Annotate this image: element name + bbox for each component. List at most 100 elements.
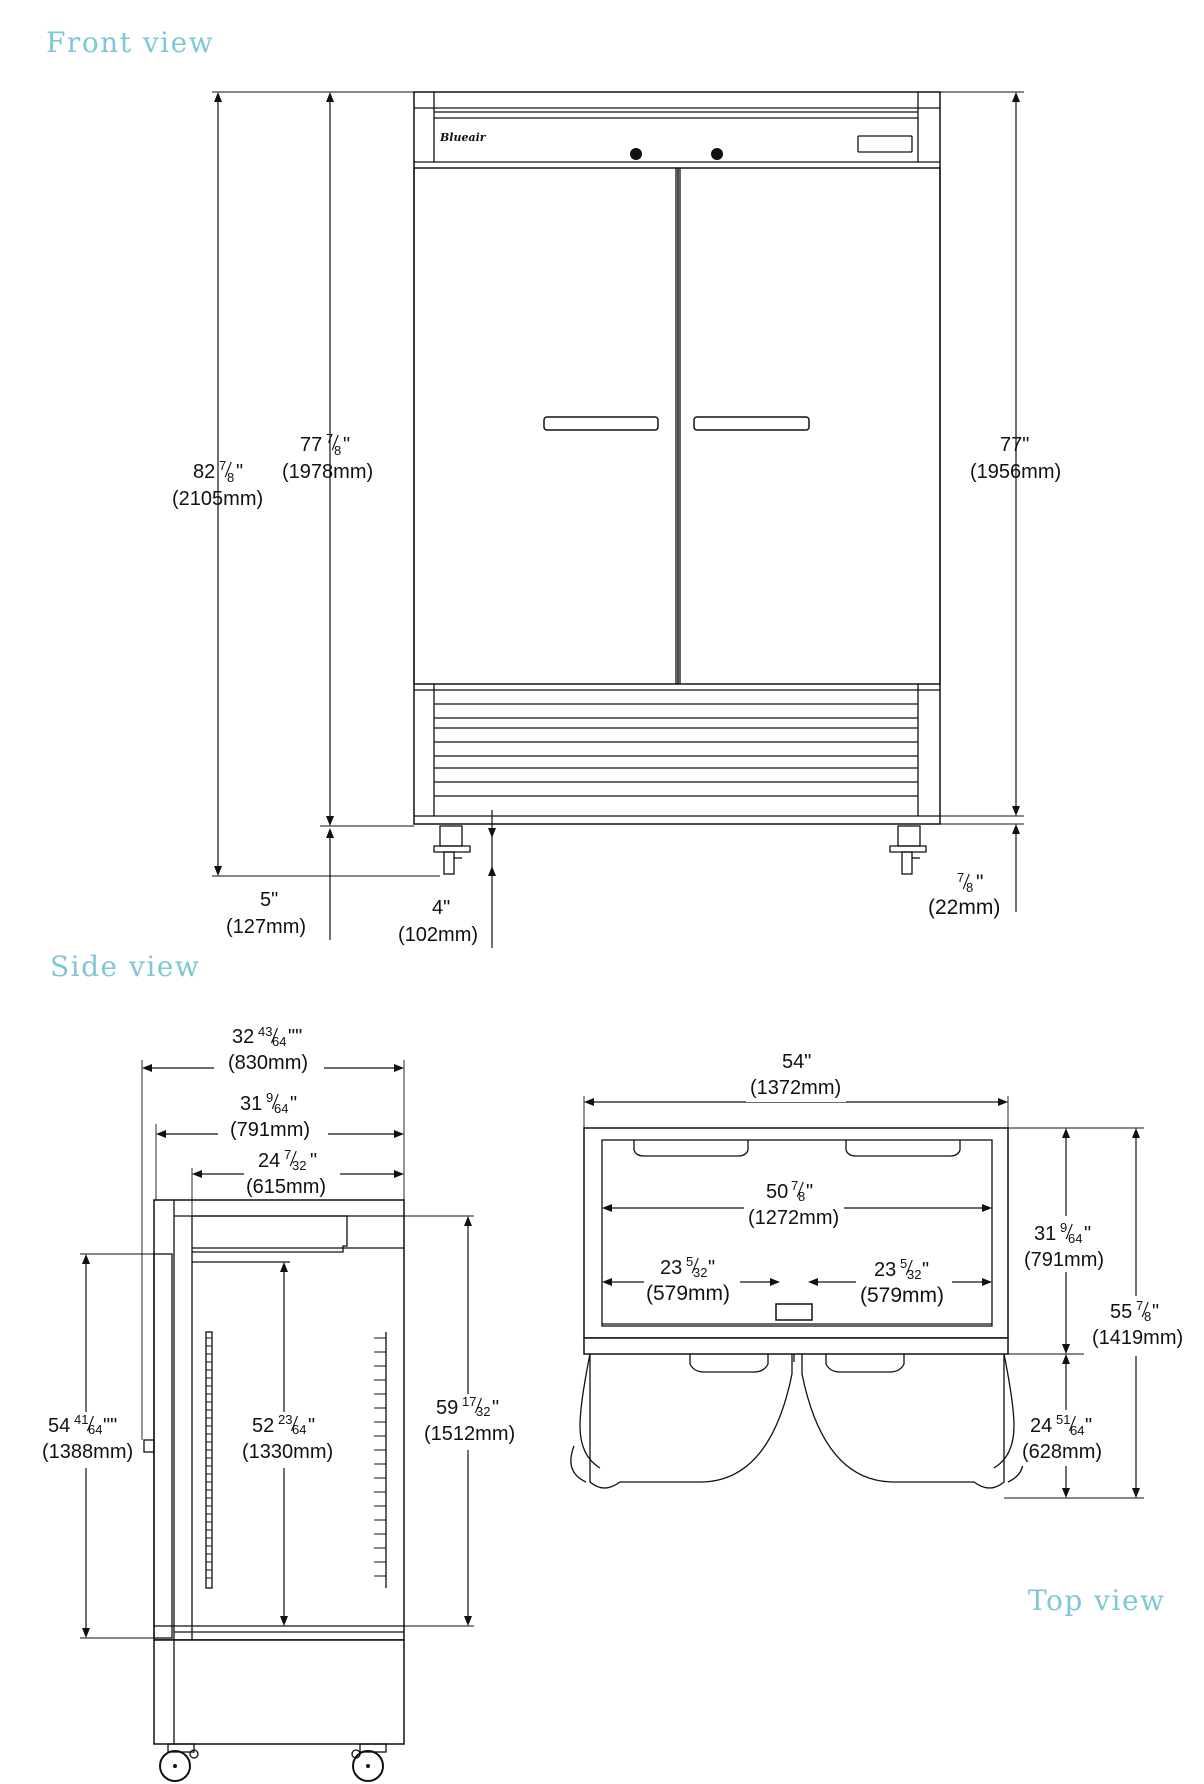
- svg-text:": ": [708, 1257, 715, 1279]
- opening-height-num: 17: [462, 1394, 476, 1409]
- fraction-slash: [1065, 1223, 1073, 1240]
- label-caster-height: 5" (127mm): [226, 889, 306, 938]
- cabinet-height-num: 7: [326, 431, 333, 446]
- left-door-handle-top: [689, 1354, 769, 1373]
- shelf-rail: [205, 1331, 213, 1589]
- interior-width-den: 8: [798, 1189, 805, 1204]
- label-interior-width: 50 7 8 " (1272mm): [744, 1178, 844, 1232]
- interior-depth-whole: 24: [258, 1150, 280, 1172]
- depth-no-handle-whole: 31: [240, 1093, 262, 1115]
- label-door-swing: 24 51 64 " (628mm): [1018, 1410, 1116, 1466]
- top-view-title: Top view: [1028, 1584, 1166, 1617]
- side-view: 32 43 64 "" (830mm) 31 9 64 " (791mm) 24…: [40, 1024, 520, 1782]
- left-door-swing: [589, 1354, 793, 1489]
- rear-bracket-left: [633, 1140, 749, 1157]
- interior-width-whole: 50: [766, 1181, 788, 1203]
- svg-text:": ": [343, 434, 350, 456]
- cabinet-height-den: 8: [334, 443, 341, 458]
- label-half-left: 23 5 32 " (579mm): [644, 1254, 740, 1306]
- overall-height-mm: (2105mm): [172, 488, 263, 510]
- overall-depth-whole: 32: [232, 1026, 254, 1048]
- label-depth-no-handle: 31 9 64 " (791mm): [218, 1090, 328, 1146]
- half-right-mm: (579mm): [860, 1284, 944, 1307]
- rear-bracket-right: [845, 1140, 961, 1157]
- label-overall-height: 82 7 8 " (2105mm): [172, 458, 263, 510]
- fraction-slash: [331, 434, 339, 451]
- interior-height-whole: 52: [252, 1415, 274, 1437]
- svg-text:82: 82: [193, 461, 215, 483]
- top-interior: [601, 1139, 993, 1327]
- top-depth-den: 64: [1068, 1231, 1082, 1246]
- interior-depth-num: 7: [284, 1147, 291, 1162]
- right-height-text: 77": [1000, 434, 1029, 456]
- front-view: Blueair: [172, 91, 1061, 948]
- door-swing-whole: 24: [1030, 1415, 1052, 1437]
- label-top-width: 54" (1372mm): [746, 1050, 846, 1102]
- top-depth-whole: 31: [1034, 1223, 1056, 1245]
- label-interior-height: 52 23 64 " (1330mm): [238, 1412, 334, 1468]
- fraction-slash: [474, 1397, 482, 1414]
- control-knob: [630, 148, 642, 160]
- fraction-slash: [796, 1181, 804, 1198]
- overall-depth-num: 43: [258, 1024, 272, 1039]
- label-caster-offset: 4" (102mm): [398, 897, 478, 946]
- fraction-slash: [86, 1415, 94, 1432]
- half-right-den: 32: [907, 1267, 921, 1282]
- label-right-height: 77" (1956mm): [970, 434, 1061, 483]
- overall-height-whole: 82: [193, 461, 215, 483]
- door-swing-mm: (628mm): [1022, 1441, 1102, 1463]
- svg-text:": ": [922, 1259, 929, 1281]
- caster-offset-mm: (102mm): [398, 924, 478, 946]
- label-overall-depth: 32 43 64 "" (830mm): [214, 1024, 324, 1080]
- fraction-slash: [224, 461, 232, 478]
- total-depth-mm: (1419mm): [1092, 1327, 1183, 1349]
- top-view: 54" (1372mm) 50 7 8 " (1272mm) 23 5 32 "…: [570, 1050, 1196, 1499]
- right-height-mm: (1956mm): [970, 461, 1061, 483]
- top-depth-mm: (791mm): [1024, 1249, 1104, 1271]
- fraction-slash: [905, 1259, 913, 1276]
- svg-text:": ": [236, 461, 243, 483]
- gap-num: 7: [957, 870, 964, 885]
- label-gap: 7 8 " (22mm): [928, 870, 1000, 919]
- interior-height-num: 23: [278, 1412, 292, 1427]
- label-interior-depth: 24 7 32 " (615mm): [244, 1147, 340, 1198]
- overall-depth-den: 64: [272, 1034, 286, 1049]
- svg-text:": ": [308, 1415, 315, 1437]
- fraction-slash: [962, 873, 970, 890]
- fraction-slash: [1068, 1415, 1076, 1432]
- side-view-title: Side view: [50, 950, 200, 983]
- caster-offset-text: 4": [432, 897, 450, 919]
- front-cabinet: [413, 91, 941, 825]
- half-left-den: 32: [693, 1265, 707, 1280]
- half-left-whole: 23: [660, 1257, 682, 1279]
- gap-den: 8: [966, 880, 973, 895]
- brand-logo: Blueair: [439, 131, 487, 144]
- label-top-depth: 31 9 64 " (791mm): [1020, 1216, 1114, 1272]
- side-door-handle: [143, 1439, 155, 1453]
- fraction-slash: [691, 1257, 699, 1274]
- door-height-den: 64: [88, 1422, 102, 1437]
- depth-no-handle-mm: (791mm): [230, 1119, 310, 1141]
- door-swing-den: 64: [1070, 1423, 1084, 1438]
- center-mullion: [775, 1303, 813, 1321]
- door-height-suffix: "": [103, 1415, 117, 1437]
- door-swing-num: 51: [1056, 1412, 1070, 1427]
- fraction-slash: [289, 1150, 297, 1167]
- door-front: [583, 1337, 1009, 1355]
- fraction-slash: [270, 1027, 278, 1044]
- overall-height-num: 7: [219, 458, 226, 473]
- interior-height-den: 64: [292, 1422, 306, 1437]
- label-opening-height: 59 17 32 " (1512mm): [420, 1394, 520, 1450]
- cabinet-height-mm: (1978mm): [282, 461, 373, 483]
- fraction-slash: [271, 1093, 279, 1110]
- half-left-mm: (579mm): [646, 1282, 730, 1305]
- label-half-right: 23 5 32 " (579mm): [856, 1256, 952, 1308]
- left-caster: [433, 825, 471, 875]
- right-caster: [889, 825, 927, 875]
- fraction-slash: [1141, 1301, 1149, 1318]
- grille-louvers: [434, 703, 918, 797]
- svg-text:": ": [290, 1093, 297, 1115]
- overall-height-den: 8: [227, 470, 234, 485]
- svg-text:": ": [806, 1181, 813, 1203]
- side-base: [153, 1639, 405, 1745]
